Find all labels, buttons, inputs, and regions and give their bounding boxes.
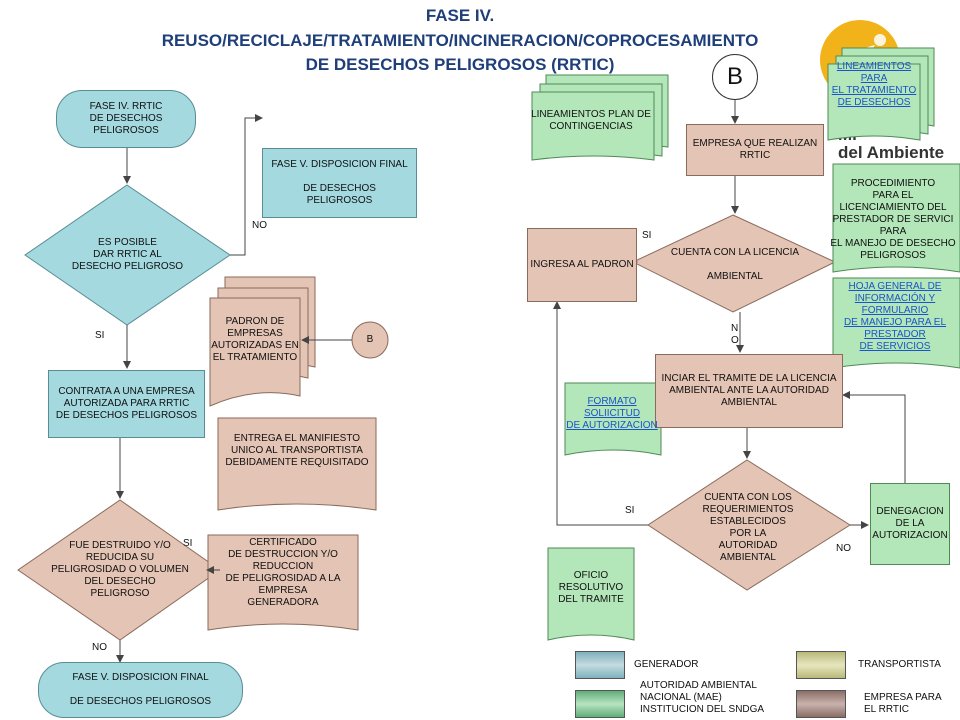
- lineamientos-tratamiento-stack: [827, 47, 935, 141]
- certificado-label: CERTIFICADO DE DESTRUCCION Y/O REDUCCION…: [225, 537, 341, 608]
- hoja-general-link[interactable]: HOJA GENERAL DE INFORMACIÓN Y FORMULARIO…: [843, 281, 947, 352]
- procedimiento-label: PROCEDIMIENTO PARA EL LICENCIAMIENTO DEL…: [830, 178, 956, 261]
- manifiesto-label: ENTREGA EL MANIFIESTO UNICO AL TRANSPORT…: [225, 433, 369, 468]
- logo-suffix: del Ambiente: [838, 143, 945, 162]
- decision-diamond-licencia: [631, 214, 837, 313]
- si-label-right2: SI: [625, 505, 635, 516]
- arrow-si-to-ingresa-loop: [553, 301, 648, 526]
- legend-swatch-autoridad: [575, 690, 625, 718]
- title-line1: FASE IV.: [425, 6, 495, 25]
- connector-b-right-label: B: [726, 63, 743, 90]
- legend-autoridad: AUTORIDAD AMBIENTAL NACIONAL (MAE) INSTI…: [640, 680, 765, 715]
- si-label-left2: SI: [183, 538, 193, 549]
- empresa-rrtic-box: EMPRESA QUE REALIZAN RRTIC: [686, 124, 824, 176]
- no-label-right2: NO: [836, 543, 851, 554]
- oficio-label: OFICIO RESOLUTIVO DEL TRAMITE: [558, 570, 624, 605]
- title-line3: DE DESECHOS PELIGROSOS (RRTIC): [305, 55, 615, 74]
- fase-v-bottom-box: FASE V. DISPOSICION FINAL DE DESECHOS PE…: [38, 662, 243, 718]
- si-label-right: SI: [642, 230, 652, 241]
- decision-rrtic-label: ES POSIBLE DAR RRTIC AL DESECHO PELIGROS…: [71, 237, 184, 272]
- decision-licencia-label: CUENTA CON LA LICENCIA AMBIENTAL: [670, 247, 800, 282]
- fase-v-top-box: FASE V. DISPOSICION FINAL DE DESECHOS PE…: [262, 148, 417, 218]
- decision-diamond-requerimientos: [647, 459, 851, 591]
- no-label-left2: NO: [92, 642, 107, 653]
- manifiesto-document: [217, 417, 377, 511]
- start-fase-iv: FASE IV. RRTIC DE DESECHOS PELIGROSOS: [56, 90, 196, 148]
- si-label-left: SI: [95, 330, 105, 341]
- ingresa-padron-box: INGRESA AL PADRON: [527, 228, 637, 302]
- legend-empresa: EMPRESA PARA EL RRTIC: [864, 692, 942, 715]
- lineamientos-plan-label: LINEAMIENTOS PLAN DE CONTINGENCIAS: [531, 109, 651, 132]
- decision-requerimientos-label: CUENTA CON LOS REQUERIMIENTOS ESTABLECID…: [702, 492, 794, 563]
- certificado-document: [207, 534, 359, 631]
- contrata-empresa-box: CONTRATA A UNA EMPRESA AUTORIZADA PARA R…: [48, 370, 205, 438]
- oficio-document: [547, 547, 635, 641]
- formato-document: [564, 382, 662, 456]
- padron-label: PADRON DE EMPRESAS AUTORIZADAS EN EL TRA…: [211, 316, 299, 363]
- legend-generador: GENERADOR: [634, 659, 699, 670]
- denegacion-box: DENEGACION DE LA AUTORIZACION: [870, 483, 950, 565]
- legend-transportista: TRANSPORTISTA: [858, 659, 941, 670]
- legend-swatch-generador: [575, 651, 625, 679]
- legend-swatch-empresa: [796, 690, 846, 718]
- legend-swatch-transportista: [796, 651, 846, 679]
- no-label-right: N O: [731, 323, 739, 346]
- lineamientos-plan-stack: [531, 74, 669, 161]
- title-line2: REUSO/RECICLAJE/TRATAMIENTO/INCINERACION…: [161, 31, 759, 50]
- padron-document-stack: [209, 276, 316, 407]
- arrow-no-to-fasev: [230, 114, 263, 256]
- lineamientos-tratamiento-link[interactable]: LINEAMIENTOS PARA EL TRATAMIENTO DE DESE…: [831, 61, 917, 108]
- decision-destruido-label: FUE DESTRUIDO Y/O REDUCIDA SU PELIGROSID…: [51, 540, 189, 599]
- no-label-left: NO: [252, 220, 267, 231]
- formato-solicitud-link[interactable]: FORMATO SOLIICITUD DE AUTORIZACION: [566, 396, 658, 431]
- arrow-denegacion-to-iniciar: [842, 391, 906, 483]
- iniciar-tramite-box: INCIAR EL TRAMITE DE LA LICENCIA AMBIENT…: [655, 354, 843, 428]
- connector-b-right[interactable]: B: [712, 54, 758, 100]
- connector-b-left[interactable]: B: [366, 334, 374, 345]
